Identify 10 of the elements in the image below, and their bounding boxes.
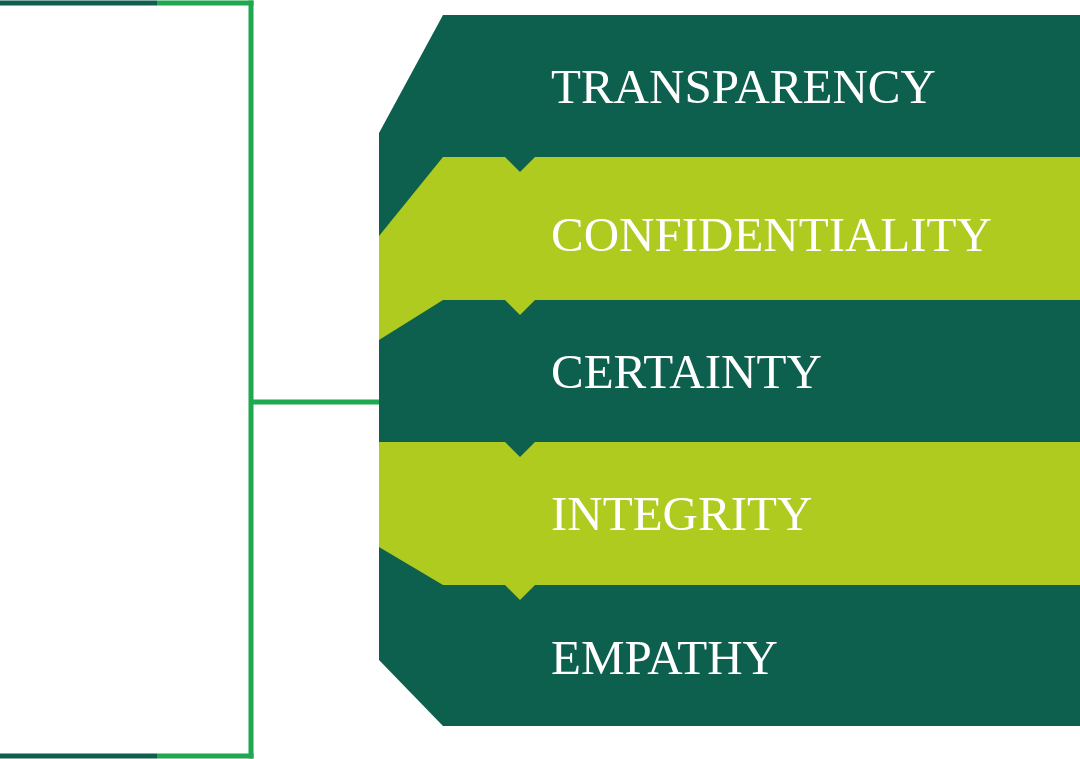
ribbon-band — [379, 300, 1080, 442]
ribbon-band — [379, 15, 1080, 157]
band-label: CERTAINTY — [551, 348, 822, 396]
band-label: TRANSPARENCY — [551, 63, 936, 111]
ribbon-band — [379, 157, 1080, 300]
ribbon-band — [379, 585, 1080, 726]
band-label: INTEGRITY — [551, 490, 813, 538]
band-label: CONFIDENTIALITY — [551, 211, 992, 259]
ribbon-band — [379, 442, 1080, 585]
band-label: EMPATHY — [551, 634, 778, 682]
